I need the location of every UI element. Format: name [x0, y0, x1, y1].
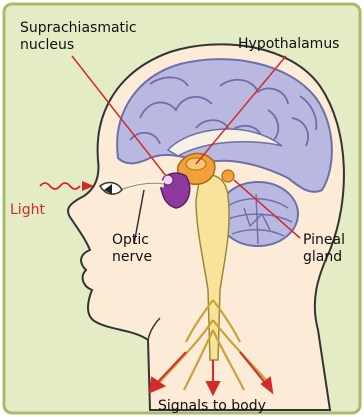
label-optic-2: nerve — [112, 249, 152, 265]
suprachiasmatic-nucleus — [163, 175, 173, 185]
label-signals: Signals to body — [158, 398, 266, 414]
label-optic-1: Optic — [112, 232, 149, 248]
label-pineal-2: gland — [303, 249, 342, 265]
pineal-gland — [222, 170, 234, 182]
label-pineal-1: Pineal — [303, 232, 345, 248]
label-suprachiasmatic-2: nucleus — [20, 37, 74, 53]
label-suprachiasmatic-1: Suprachiasmatic — [20, 20, 137, 36]
label-light: Light — [10, 202, 45, 218]
label-hypothalamus: Hypothalamus — [238, 36, 339, 52]
